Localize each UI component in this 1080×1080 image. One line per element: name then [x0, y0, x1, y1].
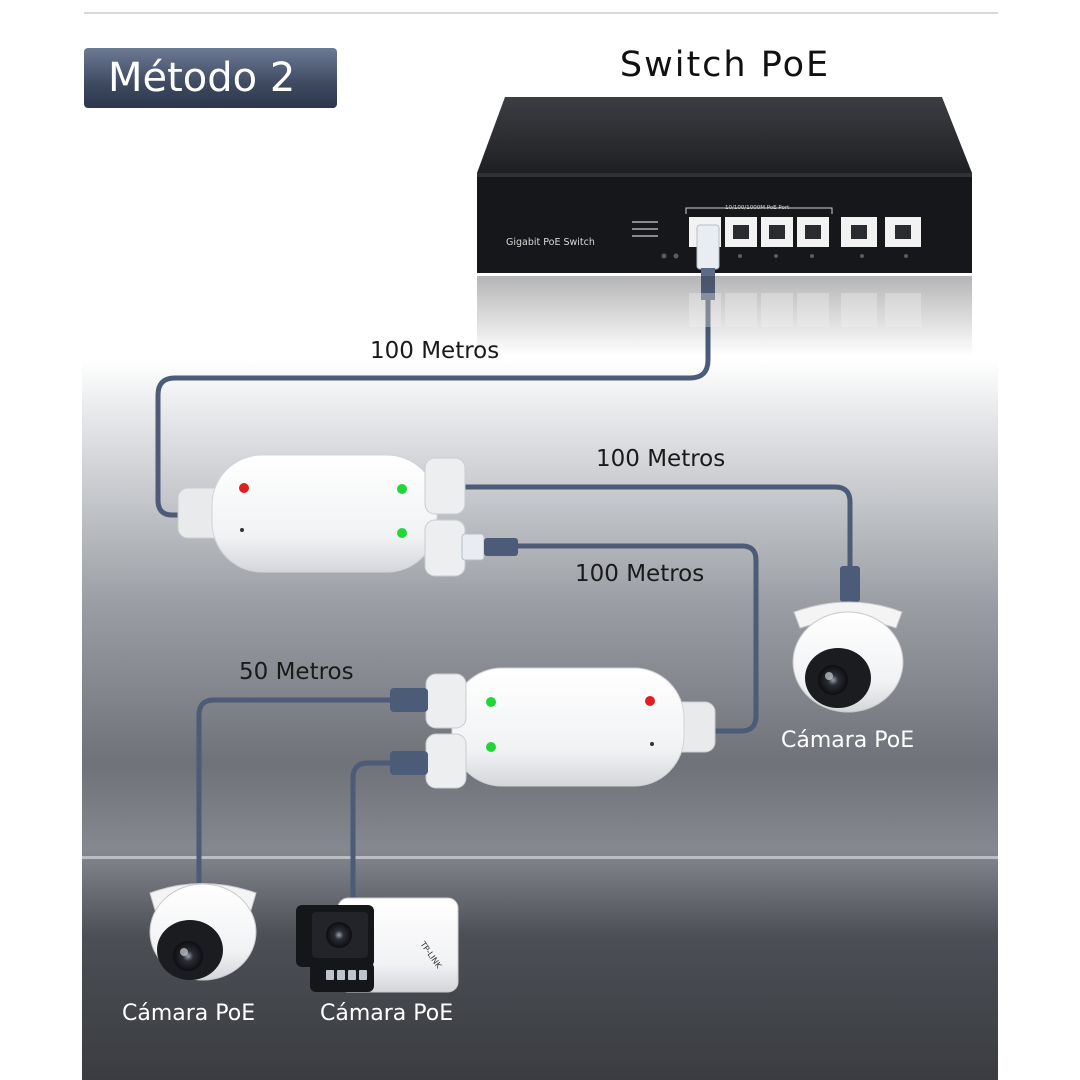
distance-label-camera-link: 100 Metros — [596, 446, 726, 472]
camera-label-right: Cámara PoE — [781, 728, 915, 753]
poe-extender-lower — [390, 667, 716, 789]
cable-extender-to-bullet-camera — [350, 760, 395, 908]
status-led-red — [239, 483, 249, 493]
camera-lens — [326, 922, 352, 948]
switch-ports — [689, 217, 921, 247]
switch-reflection — [477, 276, 972, 356]
dome-camera-left — [149, 883, 257, 981]
top-divider — [84, 12, 998, 14]
cable-extender-to-left-camera — [196, 697, 395, 891]
status-led-red — [645, 696, 655, 706]
distance-label-left-camera-link: 50 Metros — [239, 659, 354, 685]
poe-extender-upper — [177, 454, 518, 577]
cables — [155, 297, 853, 908]
status-led-green — [397, 528, 407, 538]
camera-lens — [818, 665, 848, 695]
status-led-green — [397, 484, 407, 494]
camera-label-left: Cámara PoE — [122, 1001, 256, 1026]
switch-title: Switch PoE — [619, 45, 831, 85]
cable-extender-to-right-camera — [459, 484, 853, 573]
dome-camera-right — [792, 566, 904, 713]
status-led-green — [486, 697, 496, 707]
camera-lens — [173, 941, 203, 971]
poe-switch: Gigabit PoE Switch 10/100/1000M PoE Port — [477, 97, 972, 356]
cable-extender-to-extender — [512, 543, 759, 734]
switch-front-label: Gigabit PoE Switch — [506, 237, 595, 248]
bullet-camera: TP-LINK — [296, 897, 459, 993]
rj45-plug — [696, 224, 720, 270]
cable-switch-to-extender — [155, 297, 711, 518]
distance-label-switch-link: 100 Metros — [370, 338, 500, 364]
shelf-edge — [82, 856, 998, 859]
camera-label-bullet: Cámara PoE — [320, 1001, 454, 1026]
method-badge: Método 2 — [84, 48, 337, 108]
switch-top-face — [477, 97, 972, 173]
distance-label-extender-link: 100 Metros — [575, 561, 705, 587]
status-led-green — [486, 742, 496, 752]
